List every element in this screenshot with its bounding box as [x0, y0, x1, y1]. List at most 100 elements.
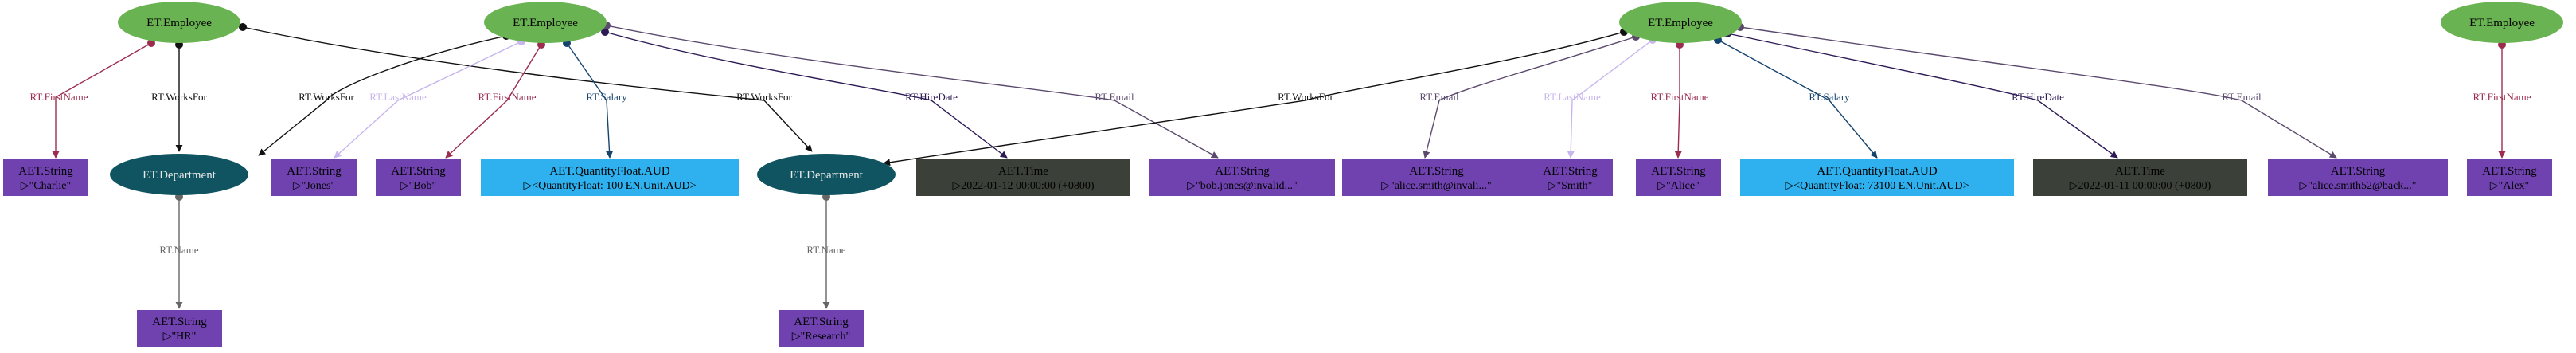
attribute-node[interactable]: AET.String ▷"Charlie": [3, 159, 88, 196]
edge-hire-date: [1727, 33, 2118, 159]
edge-label-works-for: RT.WorksFor: [736, 91, 792, 103]
edge-label-works-for: RT.WorksFor: [151, 91, 207, 103]
edge-first-name: [52, 42, 152, 159]
employee-node[interactable]: ET.Employee: [2441, 2, 2563, 43]
attribute-type: AET.Time: [998, 165, 1048, 178]
attribute-type: AET.String: [1543, 165, 1598, 178]
attribute-type: AET.Time: [2115, 165, 2165, 178]
attribute-node[interactable]: AET.String▷"Jones": [271, 159, 357, 196]
department-node[interactable]: ET.Department: [757, 154, 896, 195]
node-ellipse: [484, 2, 607, 43]
attribute-node[interactable]: AET.String ▷"Alice": [1636, 159, 1721, 196]
attribute-node[interactable]: AET.Time ▷2022-01-11 00:00:00 (+0800): [2033, 159, 2247, 196]
edge-label-name: RT.Name: [159, 244, 198, 256]
attribute-value: ▷"alice.smith52@back...": [2299, 180, 2416, 192]
attribute-value: ▷"Smith": [1548, 180, 1593, 192]
attribute-value: ▷<QuantityFloat: 100 EN.Unit.AUD>: [523, 180, 696, 192]
attribute-value: ▷"bob.jones@invalid...": [1187, 180, 1298, 192]
attribute-node[interactable]: AET.String▷"bob.jones@invalid...": [1149, 159, 1335, 196]
edge-hire-date: [604, 31, 1008, 159]
edge-label-first-name: RT.FirstName: [30, 91, 88, 103]
attribute-value: ▷"Alice": [1657, 180, 1700, 192]
edge-label-first-name: RT.FirstName: [2473, 91, 2531, 103]
attribute-box: [1149, 159, 1335, 196]
edge-label-works-for: RT.WorksFor: [1278, 91, 1333, 103]
attribute-type: AET.String: [2482, 165, 2537, 178]
attribute-box: [1636, 159, 1721, 196]
attribute-node[interactable]: AET.String ▷"alice.smith@invali...": [1342, 159, 1531, 196]
node-label: ET.Department: [142, 169, 217, 182]
employee-node[interactable]: ET.Employee: [118, 2, 240, 43]
node-label: ET.Department: [790, 169, 864, 182]
attribute-value: ▷2022-01-12 00:00:00 (+0800): [952, 180, 1094, 192]
attribute-type: AET.QuantityFloat.AUD: [1817, 165, 1938, 178]
attribute-box: [916, 159, 1130, 196]
edge-salary: [1717, 39, 1878, 159]
employee-node[interactable]: ET.Employee: [484, 2, 607, 43]
attribute-box: [2268, 159, 2448, 196]
edge-label-hire-date: RT.HireDate: [905, 91, 958, 103]
edge-label-last-name: RT.LastName: [1544, 91, 1601, 103]
attribute-node[interactable]: AET.QuantityFloat.AUD ▷<QuantityFloat: 73…: [1740, 159, 2014, 196]
attribute-value: ▷"alice.smith@invali...": [1381, 180, 1492, 192]
node-ellipse: [110, 154, 248, 195]
edge-label-email: RT.Email: [1419, 91, 1459, 103]
edge-label-layer: RT.FirstName RT.WorksFor RT.WorksFor RT.Wor…: [30, 91, 2531, 256]
attribute-box: [137, 310, 222, 347]
edge-tail-dot: [601, 28, 609, 36]
attribute-box: [2467, 159, 2552, 196]
attribute-box: [1740, 159, 2014, 196]
attribute-node[interactable]: AET.String ▷"alice.smith52@back...": [2268, 159, 2448, 196]
attribute-value: ▷2022-01-11 00:00:00 (+0800): [2070, 180, 2211, 192]
attribute-box: [376, 159, 461, 196]
attribute-box: [3, 159, 88, 196]
attribute-value: ▷"Charlie": [21, 180, 71, 192]
edge-label-email: RT.Email: [1095, 91, 1134, 103]
edge-label-salary: RT.Salary: [586, 91, 627, 103]
edge-label-first-name: RT.FirstName: [478, 91, 537, 103]
attribute-node[interactable]: AET.String ▷"Alex": [2467, 159, 2552, 196]
edge-last-name: [334, 41, 522, 159]
attribute-type: AET.String: [2331, 165, 2386, 178]
edge-label-first-name: RT.FirstName: [1651, 91, 1709, 103]
attribute-node[interactable]: AET.String▷"HR": [137, 310, 222, 347]
department-node[interactable]: ET.Department: [110, 154, 248, 195]
node-label: ET.Employee: [513, 17, 578, 29]
edge-works-for: [242, 26, 813, 152]
attribute-type: AET.String: [152, 316, 207, 328]
attribute-node[interactable]: AET.QuantityFloat.AUD▷<QuantityFloat: 10…: [481, 159, 739, 196]
attribute-value: ▷"Alex": [2490, 180, 2529, 192]
node-label: ET.Employee: [146, 17, 212, 29]
node-ellipse: [1619, 2, 1742, 43]
attribute-box: [2033, 159, 2247, 196]
employee-node[interactable]: ET.Employee: [1619, 2, 1742, 43]
edge-works-for: [258, 35, 507, 156]
edge-label-email: RT.Email: [2222, 91, 2262, 103]
edge-email: [1423, 36, 1637, 159]
attribute-value: ▷<QuantityFloat: 73100 EN.Unit.AUD>: [1785, 180, 1969, 192]
edge-first-name: [1674, 45, 1682, 159]
attribute-type: AET.String: [391, 165, 446, 178]
edge-first-name: [445, 44, 542, 159]
edge-label-name: RT.Name: [806, 244, 845, 256]
edge-label-last-name: RT.LastName: [369, 91, 427, 103]
attribute-type: AET.String: [18, 165, 73, 178]
edge-last-name: [1567, 39, 1653, 159]
attribute-type: AET.String: [1651, 165, 1706, 178]
node-ellipse: [757, 154, 896, 195]
attribute-box: [779, 310, 864, 347]
edge-label-hire-date: RT.HireDate: [2012, 91, 2064, 103]
attribute-box: [1528, 159, 1613, 196]
attribute-box: [271, 159, 357, 196]
attribute-node[interactable]: AET.String ▷"Smith": [1528, 159, 1613, 196]
attribute-type: AET.String: [1409, 165, 1464, 178]
attribute-node[interactable]: AET.Time ▷2022-01-12 00:00:00 (+0800): [916, 159, 1130, 196]
node-label: ET.Employee: [2469, 17, 2535, 29]
attribute-value: ▷"Bob": [400, 180, 437, 192]
node-label: ET.Employee: [1648, 17, 1713, 29]
attribute-node[interactable]: AET.String▷"Research": [779, 310, 864, 347]
edge-tail-dot: [239, 23, 247, 31]
attribute-node[interactable]: AET.String ▷"Bob": [376, 159, 461, 196]
attribute-value: ▷"Research": [792, 331, 851, 343]
